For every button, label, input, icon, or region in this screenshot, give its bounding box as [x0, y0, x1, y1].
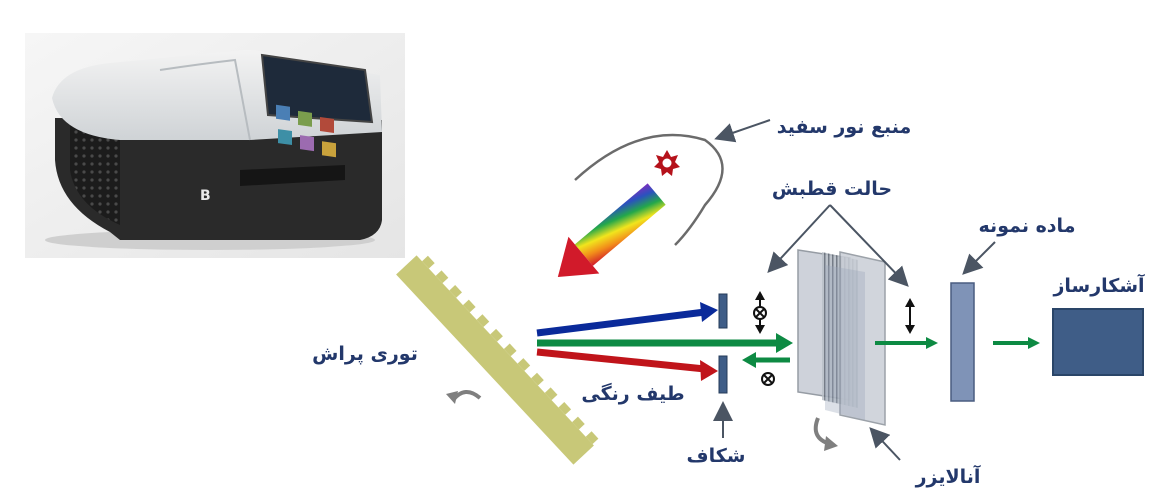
return-green-arrow [742, 352, 790, 368]
analyzer-rotate-arrowhead-icon [824, 436, 838, 451]
label-white-light-source: منبع نور سفید [777, 116, 912, 138]
touch-screen [260, 53, 374, 124]
label-sample-material: ماده نمونه [979, 215, 1076, 237]
blue-beam [536, 302, 718, 337]
label-detector: آشکارساز [1052, 273, 1145, 297]
red-beam [536, 348, 718, 381]
light-source-pointer [714, 119, 771, 143]
analyzer-block [797, 249, 886, 426]
label-slit: شکاف [687, 445, 746, 467]
screen-tile [322, 141, 336, 158]
label-diffraction-grating: توری پراش [312, 343, 418, 365]
screen-tile [298, 110, 312, 127]
green-beam [537, 333, 793, 353]
device-photo: B [25, 33, 405, 258]
polarization-pointer-left [767, 204, 831, 273]
grating-teeth [422, 255, 599, 445]
label-analyzer: آنالایزر [915, 464, 981, 488]
polarization-pointer-right [829, 204, 909, 287]
light-source-arc [574, 133, 724, 246]
sample-pointer [962, 241, 996, 275]
cross-circle-icon [753, 306, 767, 320]
slit-upper [718, 293, 728, 329]
sample-slot [240, 165, 345, 186]
screen-tile [300, 135, 314, 152]
white-light-rainbow-arrow [557, 183, 666, 277]
green-beam-to-detector [993, 337, 1040, 349]
grating-rotate-arrowhead-icon [446, 391, 458, 404]
slit-lower [718, 355, 728, 394]
grating-bar [396, 255, 594, 465]
analyzer-pointer [869, 427, 901, 461]
cross-circle-icon [761, 372, 775, 386]
detector-box [1052, 308, 1144, 376]
label-color-spectrum: طیف رنگی [581, 382, 684, 405]
screen-tile [278, 129, 292, 146]
sample-cell [950, 282, 975, 402]
screen-tile [320, 116, 334, 133]
sun-star-icon [654, 150, 680, 176]
lid-seam [159, 58, 251, 141]
diffraction-grating [396, 255, 599, 465]
vent-grille [70, 125, 120, 225]
screen-tile [276, 104, 290, 121]
brand-mark: B [200, 188, 211, 204]
green-beam-to-sample [875, 337, 938, 349]
label-polarization-state: حالت قطبش [772, 178, 892, 200]
vertical-polarization-arrow-icon [905, 298, 915, 334]
